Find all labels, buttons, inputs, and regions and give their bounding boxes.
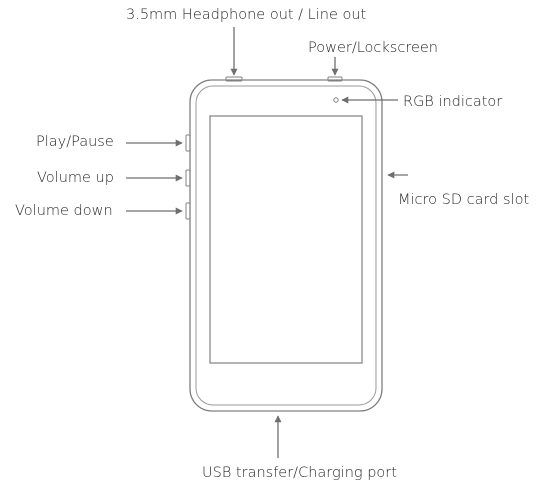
power-button: [327, 76, 343, 82]
volume-up-button: [185, 169, 191, 187]
rgb-indicator-label: RGB indicator: [403, 94, 503, 110]
screen: [209, 115, 363, 364]
micro-sd-label: Micro SD card slot: [398, 192, 530, 208]
device-outer-outline: [189, 79, 383, 412]
power-label: Power/Lockscreen: [308, 40, 438, 56]
volume-down-button: [185, 202, 191, 220]
headphone-jack: [225, 76, 243, 82]
usb-label: USB transfer/Charging port: [202, 465, 397, 481]
rgb-indicator-led: [333, 97, 339, 103]
play-pause-label: Play/Pause: [36, 134, 114, 150]
volume-down-label: Volume down: [15, 203, 113, 219]
device-inner-outline: [195, 85, 377, 406]
volume-up-label: Volume up: [37, 170, 114, 186]
headphone-label: 3.5mm Headphone out / Line out: [126, 7, 367, 23]
play-pause-button: [185, 134, 191, 152]
